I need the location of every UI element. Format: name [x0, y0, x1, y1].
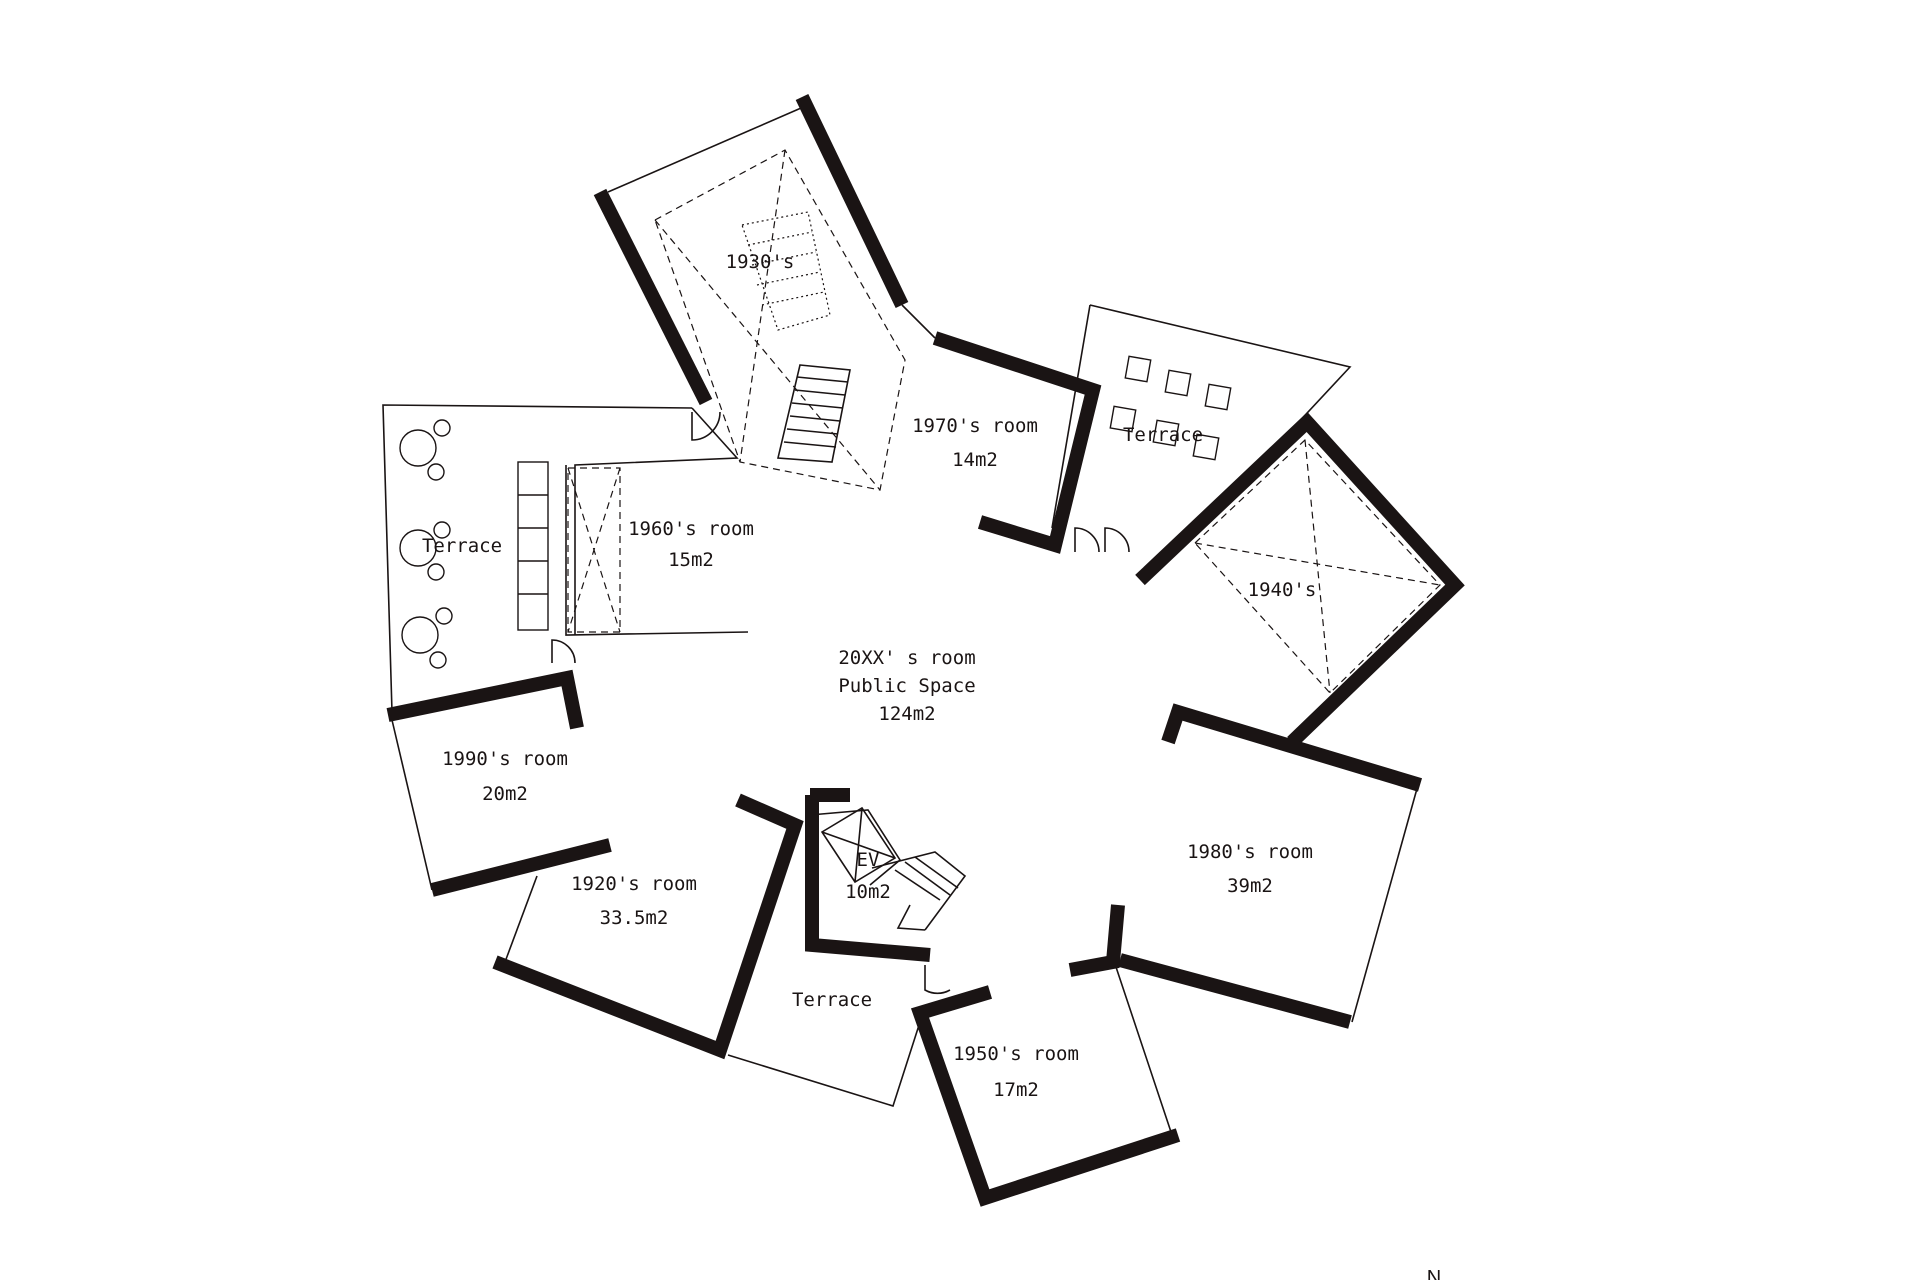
label-1940s: 1940's — [1248, 579, 1317, 601]
label-1990s-name: 1990's room — [442, 748, 568, 770]
label-1980s-name: 1980's room — [1187, 841, 1313, 863]
label-1990s-area: 20m2 — [482, 783, 528, 805]
stairs — [741, 211, 959, 901]
label-1950s-name: 1950's room — [953, 1043, 1079, 1065]
label-1960s-area: 15m2 — [668, 549, 714, 571]
label-1980s-area: 39m2 — [1227, 875, 1273, 897]
label-1920s-name: 1920's room — [571, 873, 697, 895]
label-ev-area: 10m2 — [845, 881, 891, 903]
label-1920s-area: 33.5m2 — [600, 907, 669, 929]
label-1960s-name: 1960's room — [628, 518, 754, 540]
door-swings — [551, 411, 1130, 995]
label-ev-name: EV — [857, 849, 880, 871]
furniture — [399, 355, 1232, 669]
elevator-shaft — [820, 806, 897, 884]
void-markers — [567, 149, 1441, 694]
label-1970s-name: 1970's room — [912, 415, 1038, 437]
label-20xx-area: 124m2 — [878, 703, 935, 725]
label-terrace-ne: Terrace — [1123, 424, 1203, 446]
walls — [386, 93, 1465, 1207]
label-1970s-area: 14m2 — [952, 449, 998, 471]
north-label: N — [1427, 1267, 1441, 1280]
label-1930s: 1930's — [726, 251, 795, 273]
label-20xx-name: 20XX' s room — [838, 647, 975, 669]
label-terrace-south: Terrace — [792, 989, 872, 1011]
label-terrace-west: Terrace — [422, 535, 502, 557]
label-1950s-area: 17m2 — [993, 1079, 1039, 1101]
room-labels: 1930's 1970's room 14m2 Terrace 1960's r… — [422, 251, 1441, 1280]
label-20xx-sub: Public Space — [838, 675, 975, 697]
